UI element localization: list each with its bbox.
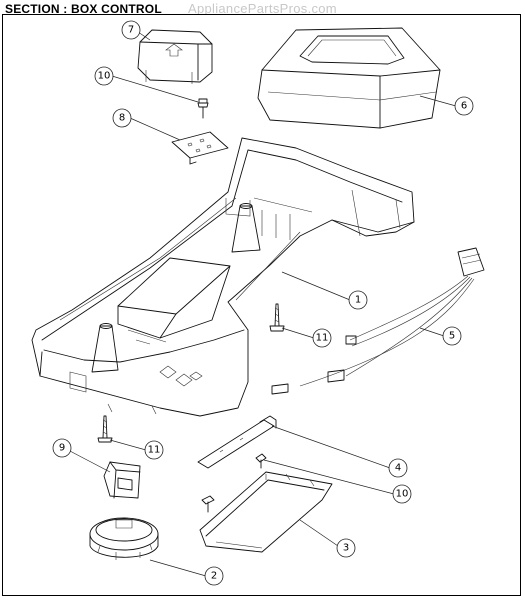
svg-text:2: 2 xyxy=(211,571,217,582)
callout-6: 6 xyxy=(454,96,474,116)
svg-text:10: 10 xyxy=(396,489,409,500)
part-ring xyxy=(89,517,159,560)
callout-3: 3 xyxy=(336,538,356,558)
section-title: SECTION : BOX CONTROL xyxy=(5,2,162,16)
part-wire-harness xyxy=(271,247,485,395)
svg-text:4: 4 xyxy=(395,463,401,474)
callout-5: 5 xyxy=(442,326,462,346)
callout-11-lower: 11 xyxy=(144,440,164,460)
part-lid xyxy=(257,27,441,129)
part-switch xyxy=(103,461,141,499)
svg-text:5: 5 xyxy=(449,331,455,342)
part-door xyxy=(199,471,333,553)
callout-9: 9 xyxy=(52,438,72,458)
part-pcb xyxy=(171,131,229,165)
callout-4: 4 xyxy=(388,458,408,478)
callout-10-top: 10 xyxy=(94,66,114,86)
part-screw-lower xyxy=(97,415,113,443)
callout-7: 7 xyxy=(121,20,141,40)
callout-11-mid: 11 xyxy=(312,328,332,348)
callout-10-lower: 10 xyxy=(392,484,412,504)
svg-text:6: 6 xyxy=(461,101,467,112)
callout-2: 2 xyxy=(204,566,224,586)
part-cover xyxy=(137,29,213,84)
leader-lines xyxy=(67,31,457,577)
svg-text:11: 11 xyxy=(148,445,161,456)
svg-text:7: 7 xyxy=(128,25,134,36)
svg-text:11: 11 xyxy=(316,333,329,344)
svg-text:1: 1 xyxy=(355,295,361,306)
diagram-frame xyxy=(2,14,521,596)
svg-text:9: 9 xyxy=(59,443,65,454)
part-base-housing xyxy=(31,137,415,417)
callout-8: 8 xyxy=(112,108,132,128)
part-screw-mid xyxy=(269,303,285,332)
watermark: AppliancePartsPros.com xyxy=(188,1,337,16)
svg-text:8: 8 xyxy=(119,113,125,124)
part-screw-top xyxy=(197,98,209,119)
part-bracket xyxy=(197,415,277,469)
callout-1: 1 xyxy=(348,290,368,310)
svg-text:10: 10 xyxy=(98,71,111,82)
part-screw-bottom xyxy=(201,453,267,513)
svg-text:3: 3 xyxy=(343,543,349,554)
